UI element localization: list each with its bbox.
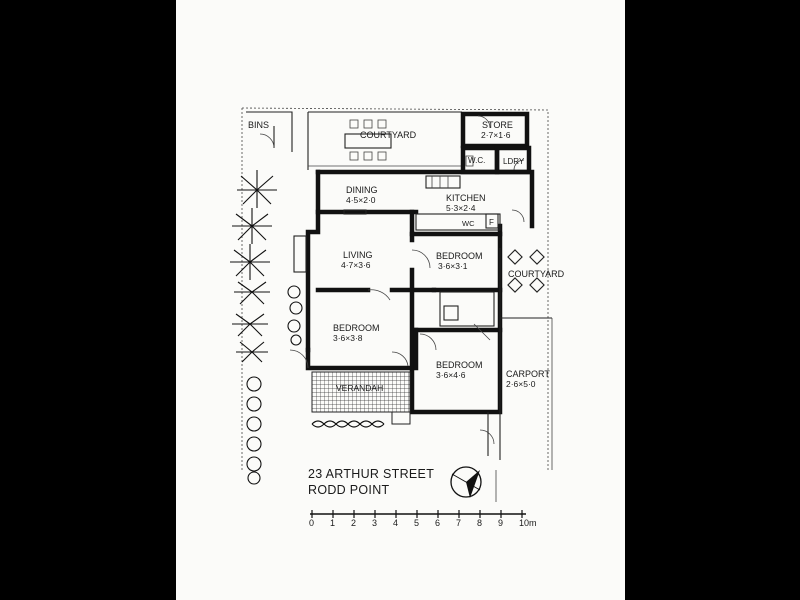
scale-bar: 0 1 2 3 4 5 6 7 8 9 10m xyxy=(309,510,537,528)
room-label-laundry: LDRY xyxy=(503,157,525,166)
fixture-fridge-label: F xyxy=(489,218,494,227)
room-size-dining: 4·5×2·0 xyxy=(346,195,376,205)
address-line-1: 23 ARTHUR STREET xyxy=(308,467,434,481)
room-label-courtyard-rear: COURTYARD xyxy=(360,130,417,140)
room-label-carport: CARPORT xyxy=(506,369,550,379)
house-walls xyxy=(305,169,535,415)
shrub-icon xyxy=(287,285,303,346)
scale-tick-label: 6 xyxy=(435,518,440,528)
bathroom xyxy=(439,291,495,341)
scale-tick-label: 8 xyxy=(477,518,482,528)
scale-tick-label: 9 xyxy=(498,518,503,528)
room-label-courtyard-side: COURTYARD xyxy=(508,269,565,279)
scale-tick-label: 5 xyxy=(414,518,419,528)
scale-tick-label: 7 xyxy=(456,518,461,528)
room-label-bedroom-3: BEDROOM xyxy=(436,360,483,370)
verandah-deck xyxy=(311,371,411,425)
scale-tick-label: 0 xyxy=(309,518,314,528)
plan-sheet xyxy=(176,0,625,600)
landscaping xyxy=(230,170,385,485)
scale-tick-label: 3 xyxy=(372,518,377,528)
room-label-wc-outside: W.C. xyxy=(468,156,485,165)
palm-icon xyxy=(230,244,270,280)
doors xyxy=(289,249,495,456)
palm-icon xyxy=(232,208,272,244)
palm-icon xyxy=(234,281,270,305)
room-size-living: 4·7×3·6 xyxy=(341,260,371,270)
palm-icon xyxy=(236,341,268,363)
bins-enclosure xyxy=(246,111,293,152)
palm-icon xyxy=(237,170,277,208)
address-line-2: RODD POINT xyxy=(308,483,390,497)
room-size-bedroom-2: 3·6×3·8 xyxy=(333,333,363,343)
windows xyxy=(293,209,367,273)
shrub-icon xyxy=(246,376,262,485)
room-label-verandah: VERANDAH xyxy=(336,383,383,393)
scale-tick-label: 4 xyxy=(393,518,398,528)
room-label-bedroom-2: BEDROOM xyxy=(333,323,380,333)
room-label-dining: DINING xyxy=(346,185,378,195)
carport-outline xyxy=(499,318,553,470)
room-label-bins: BINS xyxy=(248,120,269,130)
room-size-bedroom-1: 3·6×3·1 xyxy=(438,261,468,271)
scale-tick-label: 2 xyxy=(351,518,356,528)
side-courtyard xyxy=(499,248,552,319)
scale-tick-label: 1 xyxy=(330,518,335,528)
shrub-icon xyxy=(311,420,385,428)
room-label-bedroom-1: BEDROOM xyxy=(436,251,483,261)
room-size-bedroom-3: 3·6×4·6 xyxy=(436,370,466,380)
site-boundary xyxy=(241,107,549,470)
room-label-store: STORE xyxy=(482,120,513,130)
scale-tick-label: 10m xyxy=(519,518,537,528)
room-size-carport: 2·6×5·0 xyxy=(506,379,536,389)
palm-icon xyxy=(232,313,268,337)
fixture-wc-label: WC xyxy=(462,219,475,228)
room-size-kitchen: 5·3×2·4 xyxy=(446,203,476,213)
room-label-living: LIVING xyxy=(343,250,373,260)
kitchen-fixtures xyxy=(415,175,525,231)
north-arrow-icon xyxy=(450,466,482,498)
room-label-kitchen: KITCHEN xyxy=(446,193,486,203)
room-size-store: 2·7×1·6 xyxy=(481,130,511,140)
rear-courtyard xyxy=(307,111,462,170)
